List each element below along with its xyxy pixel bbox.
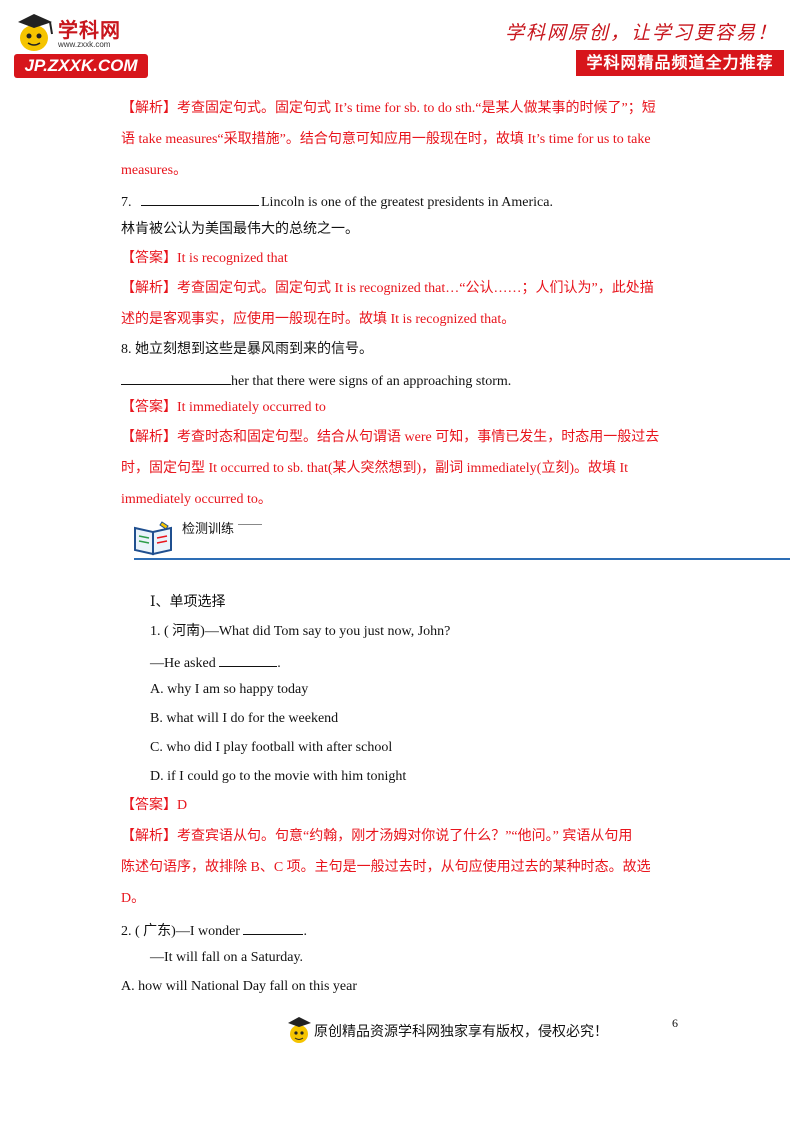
title-underline	[238, 524, 262, 525]
analysis-text: 【解析】考查时态和固定句型。结合从句谓语 were 可知，事情已发生，时态用一般…	[121, 430, 660, 445]
analysis-text: 【解析】考查宾语从句。句意“约翰，刚才汤姆对你说了什么？”“他问。” 宾语从句用	[121, 829, 633, 844]
question-7: 7. Lincoln is one of the greatest presid…	[121, 191, 553, 212]
copyright-notice: 原创精品资源学科网独家享有版权，侵权必究！	[314, 1025, 608, 1040]
mascot-icon	[18, 14, 53, 51]
logo-name: 学科网	[58, 18, 121, 42]
part-title: Ⅰ、单项选择	[150, 595, 226, 610]
mc-question-1: 1. ( 河南)—What did Tom say to you just no…	[150, 624, 451, 639]
question-number: 7.	[121, 195, 132, 210]
answer-blank	[219, 652, 278, 667]
question-text: .	[277, 656, 281, 671]
question-8: 8. 她立刻想到这些是暴风雨到来的信号。	[121, 342, 373, 357]
answer-blank	[243, 920, 304, 935]
answer-text: 【答案】It immediately occurred to	[121, 400, 326, 415]
analysis-text: measures。	[121, 163, 188, 178]
mc-question-1-reply: —He asked .	[150, 652, 281, 673]
analysis-text: 【解析】考查固定句式。固定句式 It is recognized that…“公…	[121, 281, 654, 296]
question-text: 2. ( 广东)—I wonder	[121, 924, 244, 939]
question-text: her that there were signs of an approach…	[231, 374, 512, 389]
recommend-badge: 学科网精品频道全力推荐	[576, 50, 784, 76]
site-logo: 学科网 www.zxxk.com JP.ZXXK.COM	[14, 10, 164, 82]
option-d: D. if I could go to the movie with him t…	[150, 769, 407, 784]
answer-text: 【答案】D	[121, 798, 188, 813]
option-c: C. who did I play football with after sc…	[150, 740, 393, 755]
book-icon	[134, 521, 172, 556]
analysis-text: 陈述句语序，故排除 B、C 项。主句是一般过去时，从句应使用过去的某种时态。故选	[121, 860, 651, 875]
logo-badge: JP.ZXXK.COM	[14, 54, 148, 78]
question-8-text: her that there were signs of an approach…	[121, 370, 511, 391]
analysis-text: 【解析】考查固定句式。固定句式 It’s time for sb. to do …	[121, 101, 656, 116]
option-b: B. what will I do for the weekend	[150, 711, 339, 726]
analysis-text: 时，固定句型 It occurred to sb. that(某人突然想到)，副…	[121, 461, 629, 476]
answer-blank	[121, 370, 231, 385]
mc-question-2-reply: —It will fall on a Saturday.	[150, 950, 304, 965]
analysis-text: 述的是客观事实，应使用一般现在时。故填 It is recognized tha…	[121, 312, 516, 327]
option-a: A. why I am so happy today	[150, 682, 309, 697]
logo-url: www.zxxk.com	[58, 40, 111, 49]
analysis-text: D。	[121, 891, 146, 906]
answer-blank	[141, 191, 259, 206]
answer-text: 【答案】It is recognized that	[121, 251, 288, 266]
mc-question-2: 2. ( 广东)—I wonder .	[121, 920, 307, 941]
question-text: .	[303, 924, 307, 939]
section-divider	[134, 558, 790, 560]
option-a: A. how will National Day fall on this ye…	[121, 979, 358, 994]
analysis-text: 语 take measures“采取措施”。结合句意可知应用一般现在时，故填 I…	[121, 132, 651, 147]
header-slogan: 学科网原创，让学习更容易！	[504, 22, 778, 44]
question-translation: 林肯被公认为美国最伟大的总统之一。	[121, 222, 359, 237]
footer-mascot-icon	[288, 1017, 311, 1043]
question-text: Lincoln is one of the greatest president…	[261, 195, 553, 210]
page-number: 6	[672, 1016, 678, 1030]
analysis-text: immediately occurred to。	[121, 492, 272, 507]
question-text: —He asked	[150, 656, 220, 671]
section-title: 检测训练	[182, 522, 235, 537]
